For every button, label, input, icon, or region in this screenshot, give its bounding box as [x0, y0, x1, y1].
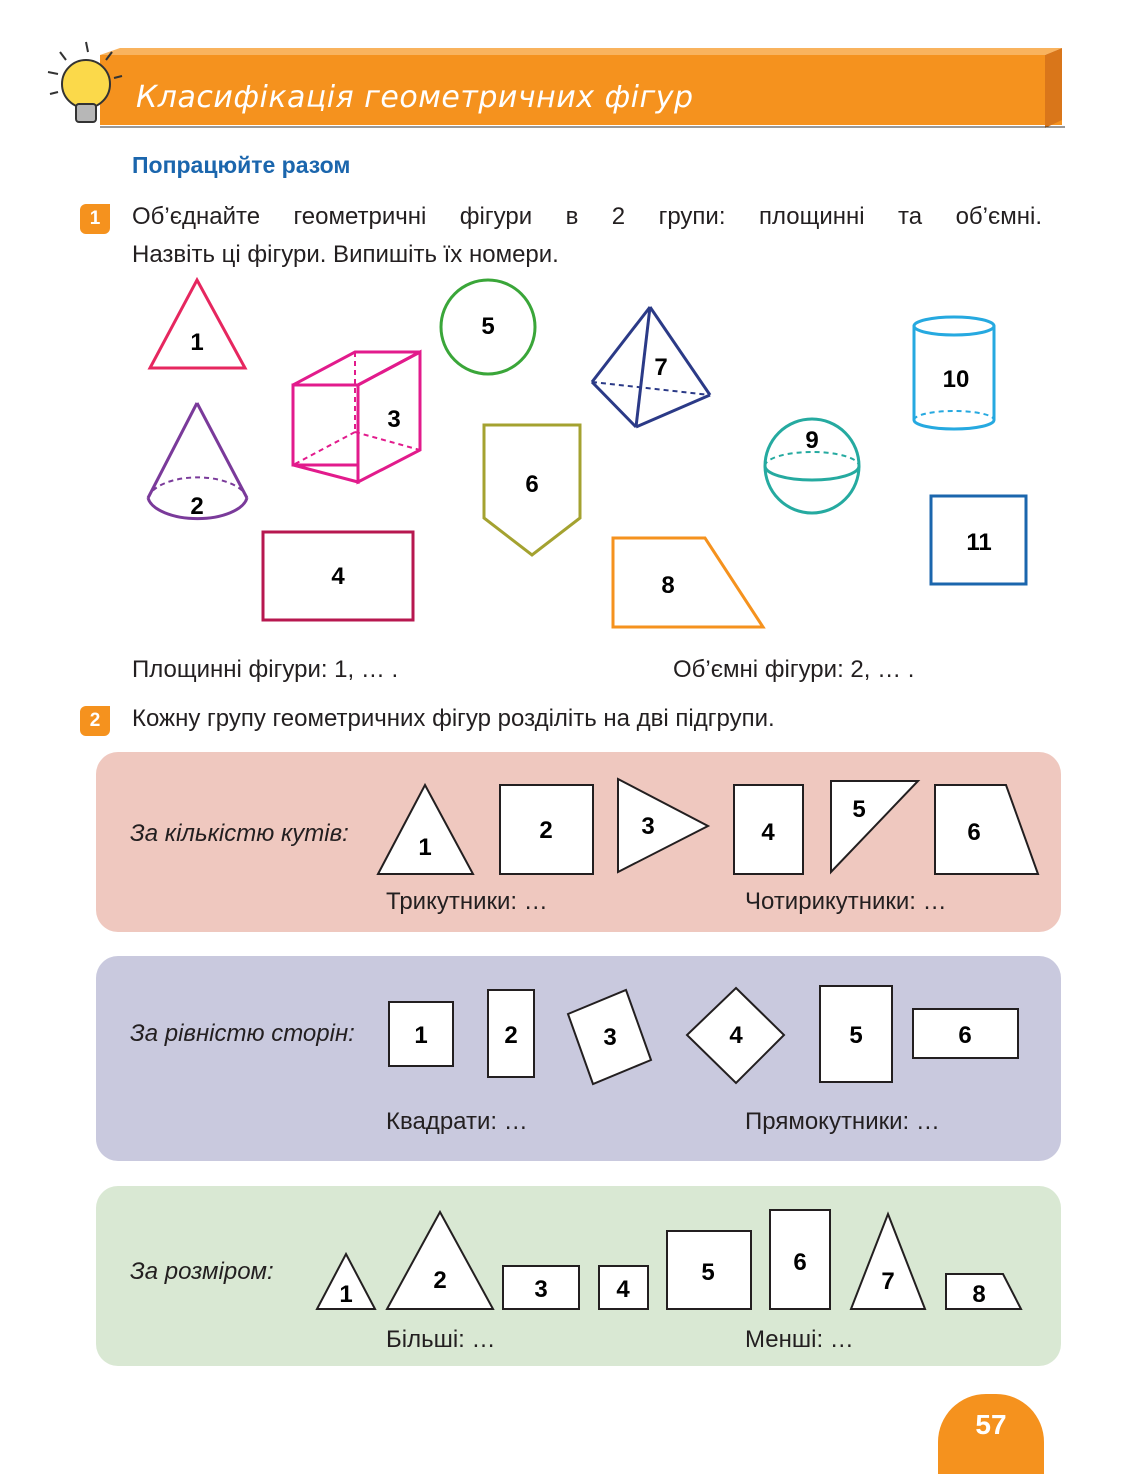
- shape-triangle: [147, 276, 248, 370]
- panel-size-group-b: Менші: …: [745, 1326, 854, 1353]
- angles-label-3: 3: [641, 813, 654, 840]
- shape-cube: [291, 349, 422, 485]
- header-banner: [100, 48, 1065, 128]
- panel-sides-group-b: Прямокутники: …: [745, 1108, 940, 1135]
- size-label-1: 1: [339, 1281, 352, 1308]
- shape-pyramid: [590, 306, 712, 429]
- angles-label-1: 1: [418, 834, 431, 861]
- size-label-4: 4: [616, 1276, 630, 1303]
- shape-pentagon: [482, 423, 582, 557]
- shape-label-6: 6: [525, 471, 538, 498]
- panel-angles-label: За кількістю кутів:: [130, 820, 349, 847]
- shape-square: [929, 494, 1028, 586]
- panel-angles-group-a: Трикутники: …: [386, 888, 548, 915]
- shape-label-10: 10: [943, 366, 970, 393]
- sides-label-2: 2: [504, 1022, 517, 1049]
- panel-sides-label: За рівністю сторін:: [130, 1020, 355, 1047]
- task-1-text-line1: Об’єднайте геометричні фігури в 2 групи:…: [132, 203, 1042, 230]
- shape-sphere: [763, 417, 861, 515]
- shape-label-3: 3: [387, 406, 400, 433]
- size-label-6: 6: [793, 1249, 806, 1276]
- size-label-5: 5: [701, 1259, 714, 1286]
- angles-label-4: 4: [761, 819, 775, 846]
- section-subheading: Попрацюйте разом: [132, 152, 351, 178]
- page-title: Класифікація геометричних фігур: [136, 80, 694, 115]
- shape-label-1: 1: [190, 329, 203, 356]
- shape-label-11: 11: [966, 529, 991, 556]
- size-label-3: 3: [534, 1276, 547, 1303]
- lightbulb-icon: [47, 41, 123, 123]
- angles-label-2: 2: [539, 817, 552, 844]
- shape-label-9: 9: [805, 427, 818, 454]
- shape-circle: [439, 278, 537, 376]
- shape-label-5: 5: [481, 313, 494, 340]
- size-label-2: 2: [433, 1267, 446, 1294]
- shape-label-8: 8: [661, 572, 674, 599]
- sides-label-6: 6: [958, 1022, 971, 1049]
- panel-angles-group-b: Чотирикутники: …: [745, 888, 947, 915]
- shape-label-2: 2: [190, 493, 203, 520]
- size-label-7: 7: [881, 1268, 894, 1295]
- panel-sides: [96, 956, 1061, 1161]
- panel-size-label: За розміром:: [130, 1258, 274, 1285]
- shape-label-4: 4: [331, 563, 345, 590]
- page-number: 57: [938, 1394, 1044, 1474]
- sides-label-1: 1: [414, 1022, 427, 1049]
- task-2-text: Кожну групу геометричних фігур розділіть…: [132, 705, 775, 732]
- shape-trapezoid: [611, 536, 766, 629]
- sides-label-3: 3: [603, 1024, 616, 1051]
- angles-label-5: 5: [852, 796, 865, 823]
- task-1-badge: 1: [80, 204, 110, 234]
- task-2-badge: 2: [80, 706, 110, 736]
- panel-size-shapes: 1 2 3 4 5 6 7 8: [315, 1209, 1023, 1310]
- shape-label-7: 7: [654, 354, 667, 381]
- task-1-text-line2: Назвіть ці фігури. Випишіть їх номери.: [132, 241, 559, 268]
- panel-sides-group-a: Квадрати: …: [386, 1108, 528, 1135]
- shape-cylinder: [912, 315, 996, 431]
- angles-label-6: 6: [967, 819, 980, 846]
- answer-solid-shapes: Об’ємні фігури: 2, … .: [673, 656, 915, 683]
- size-label-8: 8: [972, 1281, 985, 1308]
- sides-label-4: 4: [729, 1022, 743, 1049]
- panel-sides-shapes: 1 2 3 4 5 6: [388, 985, 1019, 1086]
- sides-label-5: 5: [849, 1022, 862, 1049]
- shape-rectangle: [261, 530, 415, 622]
- task-1-shapes: 1 2 3 4 5 6 7 8 9: [146, 276, 1028, 629]
- shape-cone: [146, 402, 249, 521]
- answer-flat-shapes: Площинні фігури: 1, … .: [132, 656, 399, 683]
- panel-size-group-a: Більші: …: [386, 1326, 496, 1353]
- panel-angles-shapes: 1 2 3 4 5 6: [376, 777, 1040, 875]
